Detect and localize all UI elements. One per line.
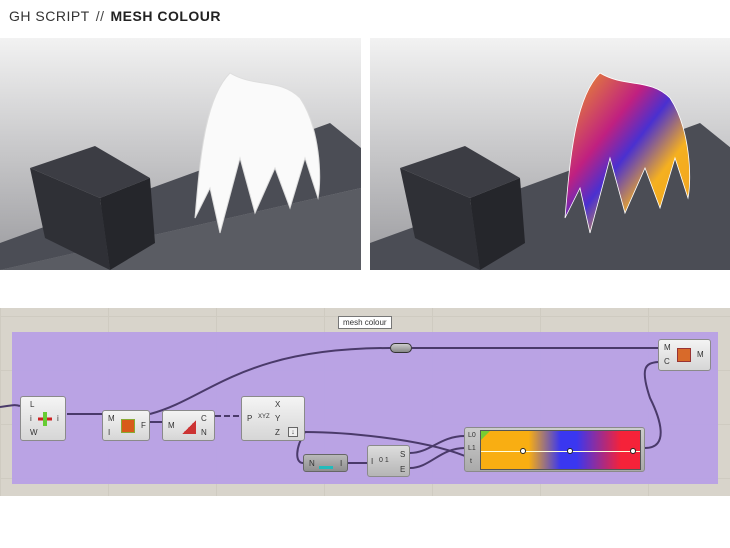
render-white-mesh bbox=[0, 38, 361, 270]
title-prefix: GH SCRIPT bbox=[9, 8, 90, 24]
output-F: F bbox=[141, 421, 146, 430]
domain-icon: 0 1 bbox=[379, 457, 389, 464]
output-M: M bbox=[697, 350, 704, 359]
wire-e-l1 bbox=[409, 447, 466, 469]
mesh-faces-icon bbox=[121, 419, 135, 433]
deconstruct-icon: XYZ bbox=[258, 414, 270, 420]
relay-node[interactable] bbox=[390, 343, 412, 353]
gradient-grip[interactable] bbox=[630, 448, 636, 454]
page-title: GH SCRIPT // MESH COLOUR bbox=[9, 8, 221, 24]
wire-in bbox=[0, 404, 21, 408]
flatten-icon[interactable]: ↓ bbox=[288, 427, 298, 437]
input-i: i bbox=[30, 414, 32, 423]
node-list-item[interactable]: L i W i bbox=[20, 396, 66, 441]
input-I: I bbox=[371, 457, 374, 466]
title-main: MESH COLOUR bbox=[110, 8, 222, 24]
gradient-bar[interactable] bbox=[480, 430, 641, 470]
title-separator: // bbox=[95, 8, 105, 24]
input-P: P bbox=[247, 414, 253, 423]
input-L0: L0 bbox=[468, 432, 476, 439]
input-t: t bbox=[470, 458, 472, 465]
wire-gradient-colour bbox=[643, 361, 662, 449]
input-M: M bbox=[108, 414, 115, 423]
bounds-icon bbox=[319, 457, 333, 469]
output-Z: Z bbox=[275, 428, 280, 437]
output-X: X bbox=[275, 400, 281, 409]
gradient-curve bbox=[481, 451, 640, 452]
node-mesh-faces[interactable]: M I F bbox=[102, 410, 150, 441]
render-coloured-mesh bbox=[370, 38, 730, 270]
input-C: C bbox=[664, 357, 670, 366]
wire-s-l0 bbox=[409, 435, 466, 454]
output-i: i bbox=[57, 414, 59, 423]
gradient-grip[interactable] bbox=[520, 448, 526, 454]
input-I: I bbox=[108, 428, 111, 437]
input-W: W bbox=[30, 428, 38, 437]
face-normals-icon bbox=[182, 420, 196, 434]
output-Y: Y bbox=[275, 414, 281, 423]
node-gradient[interactable]: L0 L1 t bbox=[464, 427, 645, 472]
gradient-preset-icon[interactable] bbox=[481, 431, 490, 440]
output-I: I bbox=[340, 459, 343, 468]
node-face-normals[interactable]: M C N bbox=[162, 410, 215, 441]
list-item-icon bbox=[38, 412, 52, 426]
input-N: N bbox=[309, 459, 315, 468]
node-deconstruct-domain[interactable]: I 0 1 S E bbox=[367, 445, 410, 477]
node-bounds[interactable]: N I bbox=[303, 454, 348, 472]
group-label: mesh colour bbox=[338, 316, 392, 329]
output-S: S bbox=[400, 450, 406, 459]
input-M: M bbox=[168, 421, 175, 430]
output-N: N bbox=[201, 428, 207, 437]
output-E: E bbox=[400, 465, 406, 474]
gradient-grip[interactable] bbox=[567, 448, 573, 454]
node-mesh-colour[interactable]: M C M bbox=[658, 339, 711, 371]
output-C: C bbox=[201, 414, 207, 423]
node-deconstruct-point[interactable]: P XYZ X Y Z ↓ bbox=[241, 396, 305, 441]
grasshopper-canvas[interactable]: mesh colour L i W i M I F M C N P XYZ X … bbox=[0, 308, 730, 496]
input-M: M bbox=[664, 343, 671, 352]
wire-z-gradient-t bbox=[304, 431, 466, 457]
input-L1: L1 bbox=[468, 445, 476, 452]
mesh-colour-icon bbox=[677, 348, 691, 362]
wire-faces-relay bbox=[149, 347, 391, 415]
input-L: L bbox=[30, 400, 35, 409]
